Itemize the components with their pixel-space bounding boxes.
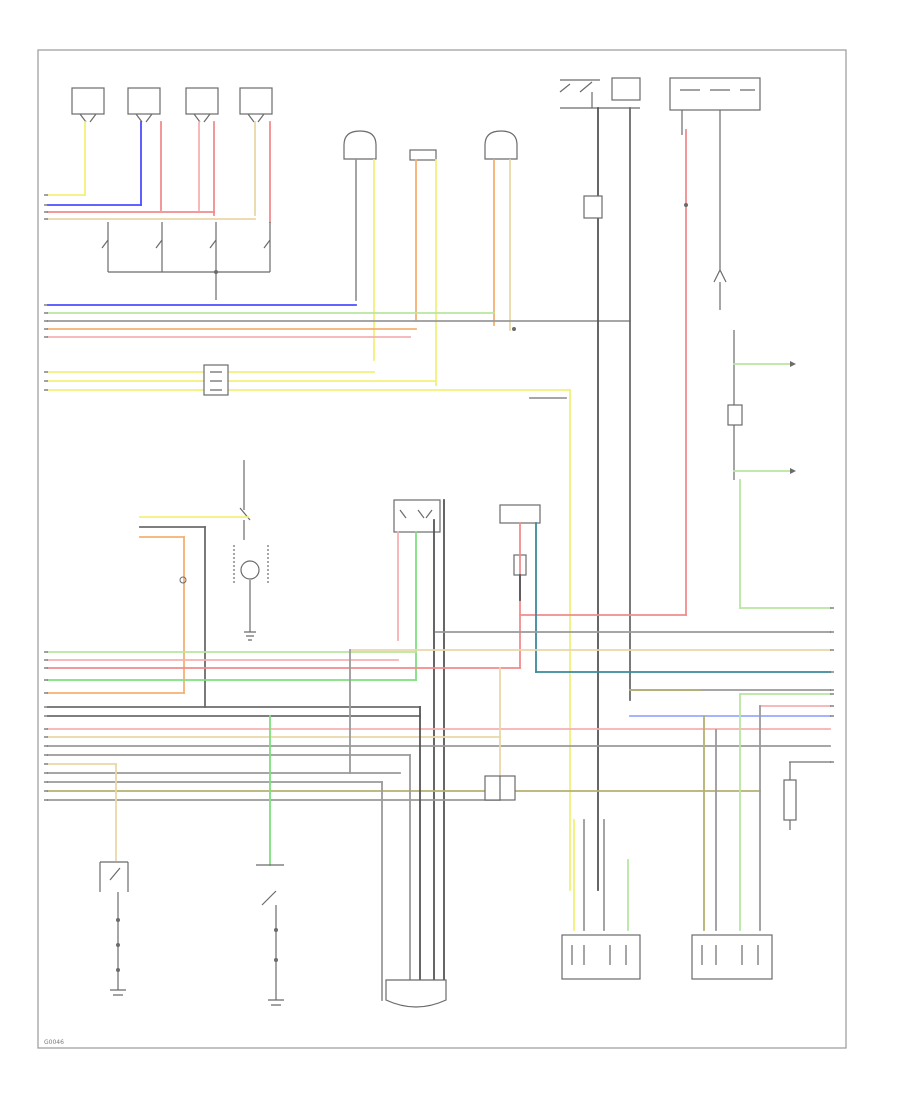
fuse-relay-box-group — [669, 77, 761, 210]
ground-switch-row — [101, 222, 271, 300]
figure-code: G0046 — [44, 1039, 64, 1046]
diagram-element — [701, 945, 759, 965]
fuse-relay-box-icon — [669, 77, 761, 111]
rear-motor-icon — [691, 934, 773, 980]
diagram-frame — [37, 49, 847, 1049]
relay-1-icon — [583, 195, 603, 219]
right-relay-stack — [783, 762, 797, 830]
lamp-icon — [240, 560, 260, 580]
diagram-element — [214, 270, 218, 274]
ignition-switch-icon — [559, 79, 600, 93]
diagram-element — [44, 651, 48, 801]
front-motor-group — [561, 934, 641, 980]
middle-switch-icon — [239, 460, 251, 540]
bottom-sensor-left-group — [99, 861, 129, 996]
diagram-element — [611, 77, 641, 101]
diagram-element — [268, 999, 284, 1006]
bottom-connector-icon — [385, 979, 447, 1008]
diagram-element — [116, 968, 120, 972]
diagram-element — [44, 194, 48, 391]
front-motor-icon — [561, 934, 641, 980]
left-edge-terminals — [44, 194, 48, 801]
diagram-element — [790, 468, 796, 474]
diagram-element — [790, 361, 796, 367]
connector-top-1-icon — [343, 130, 377, 160]
diagram-element — [830, 607, 834, 763]
center-connector-group — [393, 499, 441, 533]
relay-switch-right-icon — [713, 210, 727, 283]
sensor-3-icon — [185, 87, 219, 115]
diagram-element — [783, 779, 797, 821]
center-connector-icon — [393, 499, 441, 533]
diagram-element — [244, 631, 256, 641]
connector-top-2-icon — [409, 149, 437, 161]
bottom-sensor-left-icon — [99, 861, 129, 892]
sensor-1-icon — [71, 87, 105, 115]
bottom-sensor-mid-group — [256, 864, 284, 1006]
connector-top-group — [343, 130, 518, 161]
diagram-element — [210, 371, 222, 391]
sensor-group-top-left — [71, 87, 273, 123]
rear-motor-group — [691, 934, 773, 980]
connector-top-3-icon — [484, 130, 518, 160]
diagram-element — [116, 918, 120, 922]
diagram-element — [399, 509, 433, 519]
ignition-switch-group — [559, 77, 641, 109]
sensor-4-icon — [239, 87, 273, 115]
bottom-connector-group — [385, 979, 447, 1008]
diagram-element — [101, 239, 271, 249]
diagram-element — [684, 203, 688, 207]
diagram-element — [274, 928, 278, 932]
diagram-element — [179, 576, 187, 584]
relay-2-icon — [727, 404, 743, 426]
diagram-element — [110, 989, 126, 996]
diagram-element — [79, 113, 265, 123]
sensor-2-icon — [127, 87, 161, 115]
diagram-element — [116, 943, 120, 947]
junction-connector-1-group — [203, 364, 229, 396]
bottom-sensor-mid-icon — [256, 864, 284, 906]
junction-connector-2-group — [484, 775, 516, 801]
diagram-element — [233, 545, 269, 585]
diagram-element — [571, 945, 627, 965]
diagram-element — [274, 958, 278, 962]
right-edge-terminals — [830, 607, 834, 763]
middle-switch-group — [233, 460, 269, 641]
right-center-connector-icon — [499, 504, 541, 524]
diagram-element — [512, 327, 516, 331]
